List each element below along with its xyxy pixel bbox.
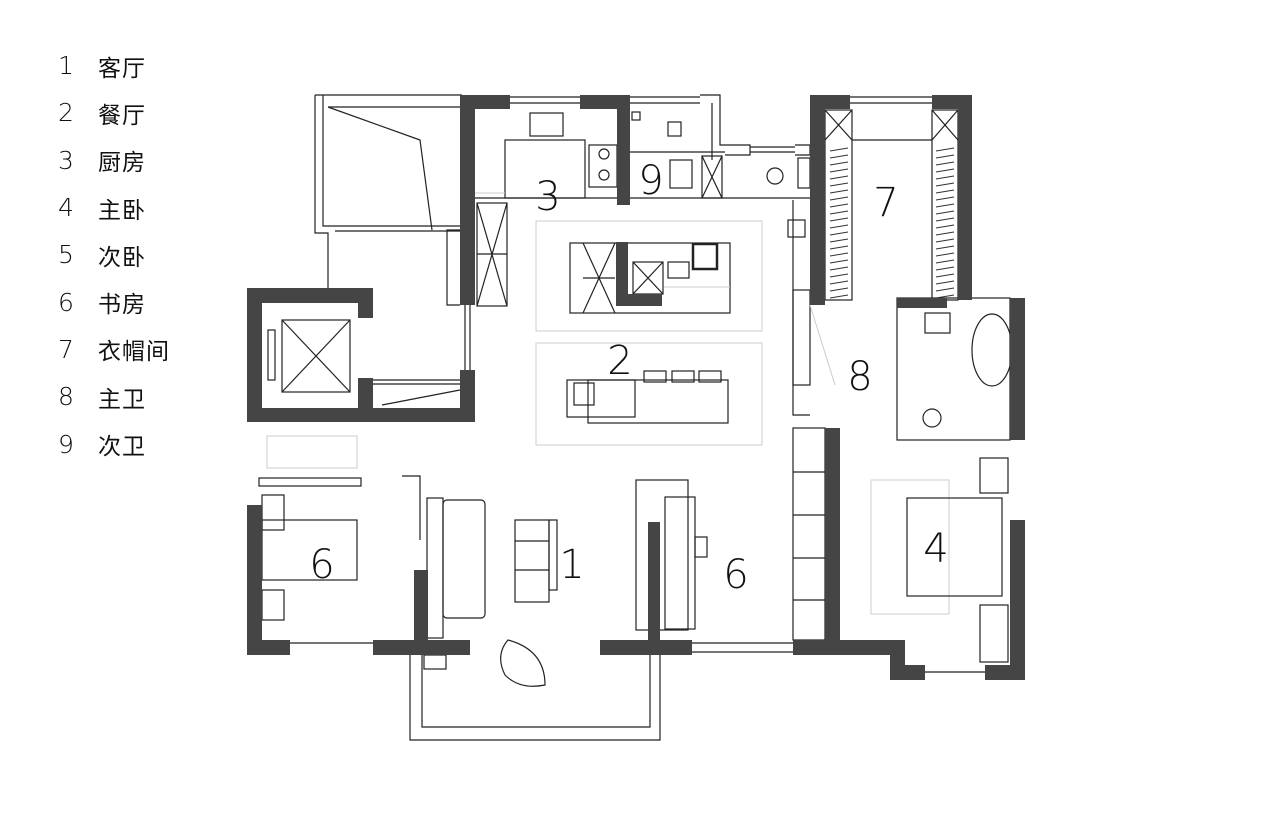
hanger-mark — [829, 287, 849, 292]
hanger-mark — [829, 273, 849, 278]
hanger-mark — [935, 210, 955, 215]
room-label-living: 1 — [559, 542, 584, 588]
room-label-master-bedroom: 4 — [923, 526, 948, 572]
plan-outlines — [258, 94, 1013, 741]
hanger-mark — [935, 161, 955, 166]
hanger-mark — [935, 224, 955, 229]
hanger-mark — [829, 189, 849, 194]
hanger-mark — [935, 238, 955, 243]
room-label-guest-bath: 9 — [638, 158, 663, 204]
room-numbers: 1 2 3 4 6 6 7 8 9 — [309, 158, 948, 598]
hanger-mark — [829, 147, 849, 152]
hanger-mark — [935, 245, 955, 250]
room-label-master-bath: 8 — [847, 354, 872, 400]
hanger-mark — [935, 259, 955, 264]
hanger-mark — [829, 245, 849, 250]
hanger-mark — [829, 217, 849, 222]
hanger-mark — [829, 238, 849, 243]
hanger-mark — [829, 154, 849, 159]
hanger-mark — [935, 266, 955, 271]
hanger-mark — [829, 203, 849, 208]
room-label-walkin-closet: 7 — [873, 180, 898, 226]
hanger-mark — [935, 217, 955, 222]
hanger-mark — [829, 161, 849, 166]
hanger-mark — [829, 182, 849, 187]
hanger-mark — [935, 175, 955, 180]
hanger-mark — [935, 273, 955, 278]
hanger-mark — [829, 294, 849, 299]
hanger-mark — [935, 252, 955, 257]
hanger-mark — [935, 294, 955, 299]
hanger-mark — [935, 196, 955, 201]
hanger-mark — [829, 266, 849, 271]
hatched-wardrobe — [829, 147, 955, 299]
hanger-mark — [935, 147, 955, 152]
hanger-mark — [935, 287, 955, 292]
hanger-mark — [829, 231, 849, 236]
hanger-mark — [935, 189, 955, 194]
hanger-mark — [935, 168, 955, 173]
hanger-mark — [829, 259, 849, 264]
hanger-mark — [829, 175, 849, 180]
hanger-mark — [935, 203, 955, 208]
room-label-study-center: 6 — [723, 552, 748, 598]
hanger-mark — [935, 182, 955, 187]
walls — [247, 95, 1025, 680]
hanger-mark — [829, 196, 849, 201]
hanger-mark — [935, 154, 955, 159]
hanger-mark — [829, 210, 849, 215]
hanger-mark — [829, 224, 849, 229]
hanger-mark — [829, 280, 849, 285]
hanger-mark — [935, 231, 955, 236]
hanger-mark — [829, 168, 849, 173]
room-label-study-left: 6 — [309, 542, 334, 588]
room-label-dining: 2 — [607, 338, 632, 384]
hanger-mark — [935, 280, 955, 285]
room-label-kitchen: 3 — [535, 174, 560, 220]
hanger-mark — [829, 252, 849, 257]
